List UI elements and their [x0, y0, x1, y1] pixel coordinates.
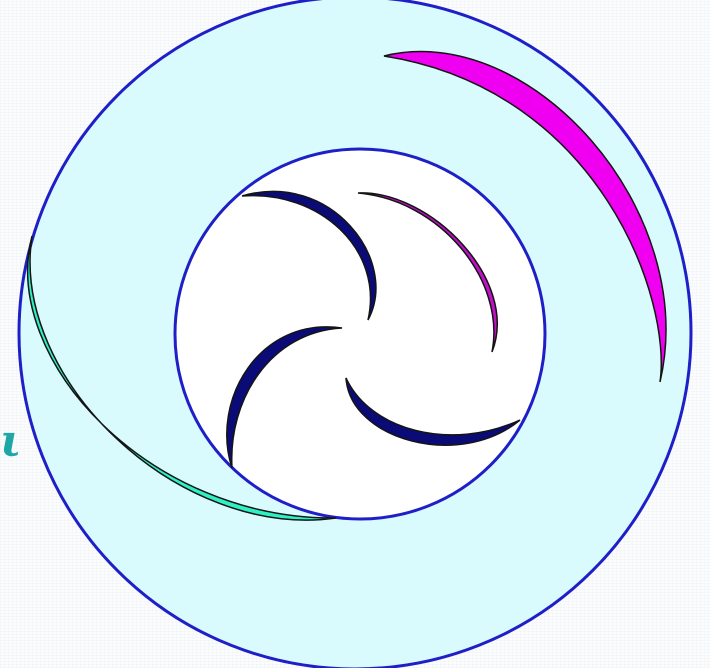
teal-arc-label: ι	[0, 420, 21, 464]
